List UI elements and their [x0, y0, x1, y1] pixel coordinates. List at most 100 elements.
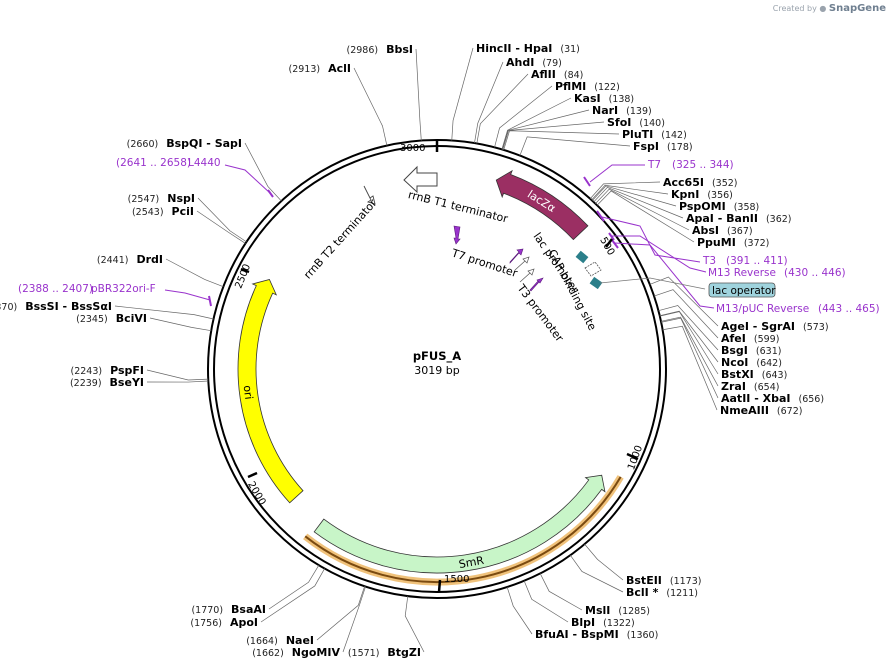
enzyme-position: (1662) [252, 648, 284, 659]
enzyme-site-nspi[interactable]: (2547)NspI [128, 192, 195, 205]
enzyme-label-blpi: BlpI(1322) [571, 616, 635, 629]
enzyme-position: (599) [754, 334, 780, 345]
enzyme-label-ahdi: AhdI(79) [506, 56, 562, 69]
enzyme-position: (2986) [347, 45, 379, 56]
enzyme-position: (79) [542, 58, 562, 69]
enzyme-label-bsaai: (1770)BsaAI [191, 603, 266, 616]
enzyme-site-agei[interactable]: AgeI - SgrAI(573) [721, 320, 829, 333]
enzyme-name: NspI [167, 192, 195, 205]
enzyme-site-pluti[interactable]: PluTI(142) [622, 128, 687, 141]
enzyme-position: (573) [803, 322, 829, 333]
enzyme-site-bstxi[interactable]: BstXI(643) [721, 368, 787, 381]
enzyme-name: NmeAIII [720, 404, 769, 417]
enzyme-name: BssSαI [71, 300, 112, 313]
enzyme-label-nspi: (2547)NspI [128, 192, 195, 205]
enzyme-site-kasi[interactable]: KasI(138) [574, 92, 634, 105]
enzyme-site-ngomiv[interactable]: (1662)NgoMIV [252, 646, 340, 659]
enzyme-site-pcii[interactable]: (2543)PciI [132, 205, 194, 218]
enzyme-site-ahdi[interactable]: AhdI(79) [506, 56, 562, 69]
enzyme-site-hincii[interactable]: HincII - HpaI(31) [476, 42, 580, 55]
enzyme-site-ncoi[interactable]: NcoI(642) [721, 356, 782, 369]
enzyme-site-pspomi[interactable]: PspOMI(358) [679, 200, 759, 213]
lac-operator-blocks [575, 250, 603, 290]
enzyme-site-bseyi[interactable]: (2239)BseYI [70, 376, 144, 389]
enzyme-name: AgeI [721, 320, 749, 333]
enzyme-name: NarI [592, 104, 618, 117]
enzyme-site-zrai[interactable]: ZraI(654) [721, 380, 779, 393]
enzyme-leader-line [501, 97, 572, 150]
enzyme-site-blpi[interactable]: BlpI(1322) [571, 616, 635, 629]
enzyme-leader-line [589, 181, 661, 199]
lac-promoter-arrow-2 [509, 248, 524, 264]
enzyme-leader-line [316, 586, 365, 641]
enzyme-site-kpni[interactable]: KpnI(356) [671, 188, 733, 201]
enzyme-site-bsaai[interactable]: (1770)BsaAI [191, 603, 266, 616]
enzyme-label-zrai: ZraI(654) [721, 380, 779, 393]
enzyme-site-btgzi[interactable]: (1571)BtgZI [348, 646, 421, 659]
enzyme-name: NcoI [721, 356, 748, 369]
lacz-feature-arrow [495, 169, 589, 241]
enzyme-name: BclI * [626, 586, 659, 599]
enzyme-site-apai[interactable]: ApaI - BanII(362) [686, 212, 792, 225]
backbone-outer [207, 139, 667, 599]
enzyme-site-fspi[interactable]: FspI(178) [633, 140, 693, 153]
t3-promoter-arrow [529, 277, 544, 292]
enzyme-leader-line [197, 197, 247, 243]
enzyme-site-sfoi[interactable]: SfoI(140) [607, 116, 665, 129]
enzyme-site-apoi[interactable]: (1756)ApoI [190, 616, 258, 629]
enzyme-site-bcivi[interactable]: (2345)BciVI [76, 312, 147, 325]
enzyme-leader-line [353, 67, 388, 146]
enzyme-position: (1322) [603, 618, 635, 629]
enzyme-site-afei[interactable]: AfeI(599) [721, 332, 779, 345]
enzyme-label-kpni: KpnI(356) [671, 188, 733, 201]
enzyme-site-bsssi[interactable]: (2370)BssSI - BssSαI [0, 300, 112, 313]
enzyme-site-bcli[interactable]: BclI *(1211) [626, 586, 698, 599]
enzyme-site-absi[interactable]: AbsI(367) [692, 224, 753, 237]
enzyme-site-aatii[interactable]: AatII - XbaI(656) [721, 392, 824, 405]
enzyme-site-bsteii[interactable]: BstEII(1173) [626, 574, 701, 587]
enzyme-leader-line [596, 190, 695, 243]
enzyme-site-ppumi[interactable]: PpuMI(372) [697, 236, 769, 249]
lac-operator-label: lac operator [712, 285, 776, 297]
enzyme-site-acc65i[interactable]: Acc65I(352) [663, 176, 738, 189]
t7-promoter-arrow [453, 225, 461, 245]
primer-labels: T7 (325 .. 344) T3 (391 .. 411) M13 Reve… [18, 157, 880, 315]
enzyme-site-msli[interactable]: MslI(1285) [585, 604, 650, 617]
enzyme-label-drdi: (2441)DrdI [97, 253, 163, 266]
enzyme-site-bbsi[interactable]: (2986)BbsI [347, 43, 414, 56]
enzyme-name: AatII [721, 392, 750, 405]
enzyme-leader-line [658, 305, 719, 351]
enzyme-site-bfuai[interactable]: BfuAI - BspMI(1360) [535, 628, 658, 641]
enzyme-name: HpaI [524, 42, 553, 55]
enzyme-position: (643) [762, 370, 788, 381]
enzyme-position: (142) [661, 130, 687, 141]
enzyme-site-bsgi[interactable]: BsgI(631) [721, 344, 781, 357]
enzyme-site-pspfi[interactable]: (2243)PspFI [71, 364, 145, 377]
enzyme-label-bspqi: (2660)BspQI - SapI [127, 137, 242, 150]
enzyme-label-nmeaiii: NmeAIII(672) [720, 404, 802, 417]
enzyme-name: BspMI [581, 628, 619, 641]
lac-operator-block [589, 276, 603, 290]
tick-1500: 1500 [444, 574, 469, 585]
enzyme-site-bspqi[interactable]: (2660)BspQI - SapI [127, 137, 242, 150]
enzyme-site-nari[interactable]: NarI(139) [592, 104, 652, 117]
enzyme-site-nmeaiii[interactable]: NmeAIII(672) [720, 404, 802, 417]
enzyme-label-hincii: HincII - HpaI(31) [476, 42, 580, 55]
enzyme-position: (358) [734, 202, 760, 213]
enzyme-name: BsaAI [231, 603, 266, 616]
tick-2500: 2500 [233, 263, 253, 291]
enzyme-label-nari: NarI(139) [592, 104, 652, 117]
enzyme-site-naei[interactable]: (1664)NaeI [246, 634, 314, 647]
lac-operator-leader [599, 277, 706, 290]
enzyme-leader-line [476, 73, 529, 144]
enzyme-position: (1664) [246, 636, 278, 647]
enzyme-name: - [512, 42, 524, 55]
enzyme-site-acli[interactable]: (2913)AclI [289, 62, 352, 75]
enzyme-site-aflii[interactable]: AflII(84) [531, 68, 583, 81]
enzyme-site-drdi[interactable]: (2441)DrdI [97, 253, 163, 266]
enzyme-label-aatii: AatII - XbaI(656) [721, 392, 824, 405]
enzyme-name: - [59, 300, 71, 313]
enzyme-site-pflmi[interactable]: PflMI(122) [555, 80, 620, 93]
enzyme-name: MslI [585, 604, 610, 617]
enzyme-name: BsgI [721, 344, 748, 357]
